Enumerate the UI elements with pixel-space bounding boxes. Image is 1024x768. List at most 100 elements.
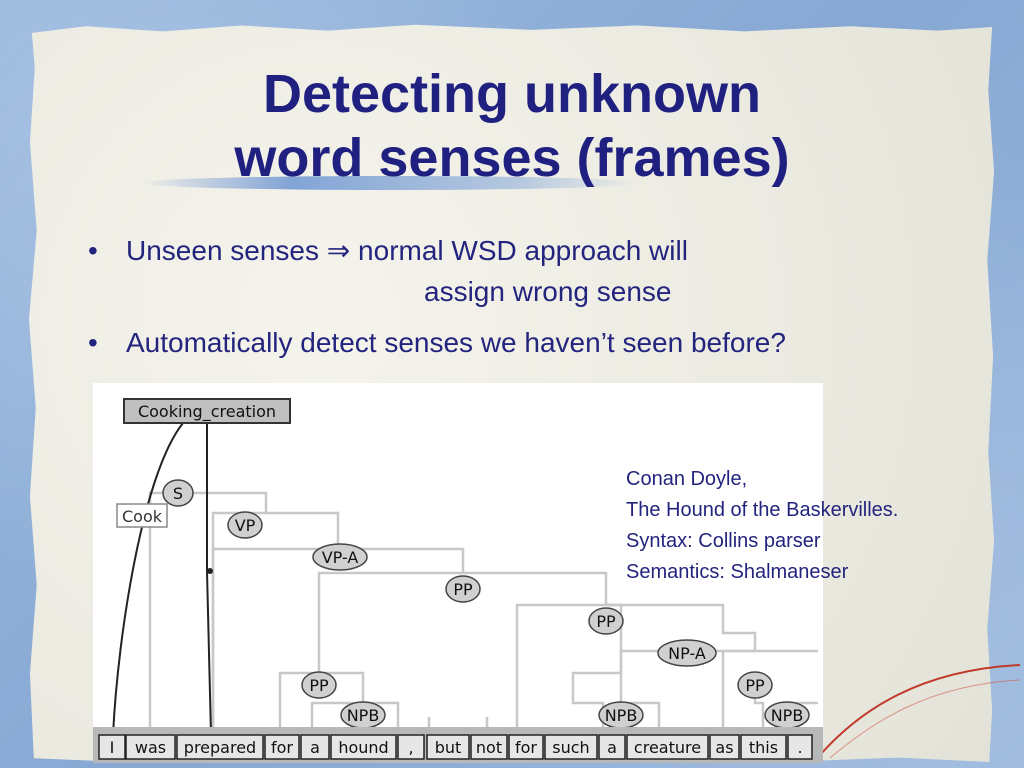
word-box	[544, 734, 598, 760]
tree-node-vpa: VP-A	[312, 543, 368, 571]
bullet-item-2: • Automatically detect senses we haven’t…	[84, 322, 964, 364]
word-text: ,	[408, 738, 413, 757]
tree-nodes: S VP VP-A PP PP NP-A PP NPB PP NPB NPB	[162, 479, 810, 729]
word-text: I	[110, 738, 115, 757]
word-box	[709, 734, 740, 760]
tree-node-npa: NP-A	[657, 639, 717, 667]
word-text: hound	[338, 738, 388, 757]
frame-links	[112, 422, 212, 736]
word-text: was	[135, 738, 166, 757]
tree-node-npb1: NPB	[340, 701, 386, 729]
tree-node-npb3: NPB	[764, 701, 810, 729]
tree-node-pp3: PP	[301, 671, 337, 699]
word-text: this	[749, 738, 778, 757]
tree-node-label: S	[173, 484, 183, 503]
tree-node-label: NP-A	[668, 644, 706, 663]
caption-line-1: Conan Doyle,	[626, 468, 748, 490]
word-box	[300, 734, 330, 760]
fe-label-box	[116, 503, 168, 528]
bullet-marker: •	[88, 327, 98, 358]
word-text: but	[435, 738, 462, 757]
word-box	[264, 734, 300, 760]
decorative-curve	[820, 664, 1020, 759]
bullet-text-after: normal WSD approach will	[350, 235, 688, 266]
implies-arrow-icon: ⇒	[326, 235, 351, 266]
word-text: for	[515, 738, 537, 757]
word-token: this	[740, 734, 787, 760]
word-token: was	[125, 734, 176, 760]
tree-node-label: PP	[309, 676, 329, 695]
tree-node-ellipse	[737, 671, 773, 699]
tree-node-ellipse	[312, 543, 368, 571]
tree-node-label: PP	[453, 580, 473, 599]
frame-label: Cooking_creation	[138, 402, 276, 422]
tree-node-ellipse	[301, 671, 337, 699]
title-line-1: Detecting unknown	[263, 64, 761, 124]
word-text: for	[271, 738, 293, 757]
caption-line-3: Syntax: Collins parser	[626, 530, 821, 552]
bullet-text: Automatically detect senses we haven’t s…	[126, 327, 786, 358]
word-token: I	[98, 734, 126, 760]
tree-node-pp4: PP	[737, 671, 773, 699]
word-token: hound	[330, 734, 397, 760]
word-text: not	[476, 738, 502, 757]
caption-line-2: The Hound of the Baskervilles.	[626, 499, 899, 521]
word-text: such	[552, 738, 589, 757]
caption-line-4: Semantics: Shalmaneser	[626, 561, 849, 583]
frame-label-box	[123, 398, 291, 424]
tree-node-ellipse	[162, 479, 194, 507]
title-swoosh	[140, 176, 640, 190]
bullet-text-before: Unseen senses	[126, 235, 327, 266]
word-token: for	[508, 734, 544, 760]
word-box	[426, 734, 470, 760]
word-box	[176, 734, 264, 760]
word-box	[740, 734, 787, 760]
word-token: a	[300, 734, 330, 760]
bullet-list: • Unseen senses ⇒ normal WSD approach wi…	[84, 230, 964, 364]
tree-node-label: PP	[745, 676, 765, 695]
word-token: for	[264, 734, 300, 760]
tree-node-label: PP	[596, 612, 616, 631]
slide-title: Detecting unknown word senses (frames)	[130, 62, 894, 190]
word-box	[397, 734, 425, 760]
figure-caption: Conan Doyle, The Hound of the Baskervill…	[626, 464, 898, 588]
word-box	[330, 734, 397, 760]
word-text: as	[715, 738, 733, 757]
word-text: a	[310, 738, 320, 757]
parse-tree-figure: Cooking_creation Cook S VP VP-A PP PP NP-A PP N…	[93, 383, 823, 763]
word-box	[787, 734, 813, 760]
word-text: .	[797, 738, 802, 757]
tree-node-pp2: PP	[588, 607, 624, 635]
bullet-continuation: assign wrong sense	[424, 276, 672, 307]
tree-node-label: VP	[235, 516, 256, 535]
word-token: a	[598, 734, 626, 760]
parse-tree-diagram: Cooking_creation Cook S VP VP-A PP PP NP-A PP N…	[93, 398, 823, 763]
word-token: .	[787, 734, 813, 760]
tree-node-label: NPB	[605, 706, 638, 725]
word-token: ,	[397, 734, 425, 760]
word-text: creature	[634, 738, 701, 757]
word-token: creature	[626, 734, 709, 760]
word-text: a	[607, 738, 617, 757]
tree-node-ellipse	[227, 511, 263, 539]
word-token: but	[426, 734, 470, 760]
tree-node-ellipse	[657, 639, 717, 667]
bullet-item-1: • Unseen senses ⇒ normal WSD approach wi…	[84, 230, 964, 312]
tree-node-npb2: NPB	[598, 701, 644, 729]
word-box	[598, 734, 626, 760]
tree-node-pp1: PP	[445, 575, 481, 603]
fe-label: Cook	[122, 507, 163, 526]
tree-node-vp: VP	[227, 511, 263, 539]
tree-node-label: NPB	[347, 706, 380, 725]
word-box	[626, 734, 709, 760]
word-box	[98, 734, 126, 760]
word-token: prepared	[176, 734, 264, 760]
word-box	[125, 734, 176, 760]
tree-node-s: S	[162, 479, 194, 507]
word-token: not	[470, 734, 508, 760]
word-box	[508, 734, 544, 760]
anchor-dot	[207, 568, 213, 574]
word-box	[470, 734, 508, 760]
tree-node-label: VP-A	[322, 548, 359, 567]
